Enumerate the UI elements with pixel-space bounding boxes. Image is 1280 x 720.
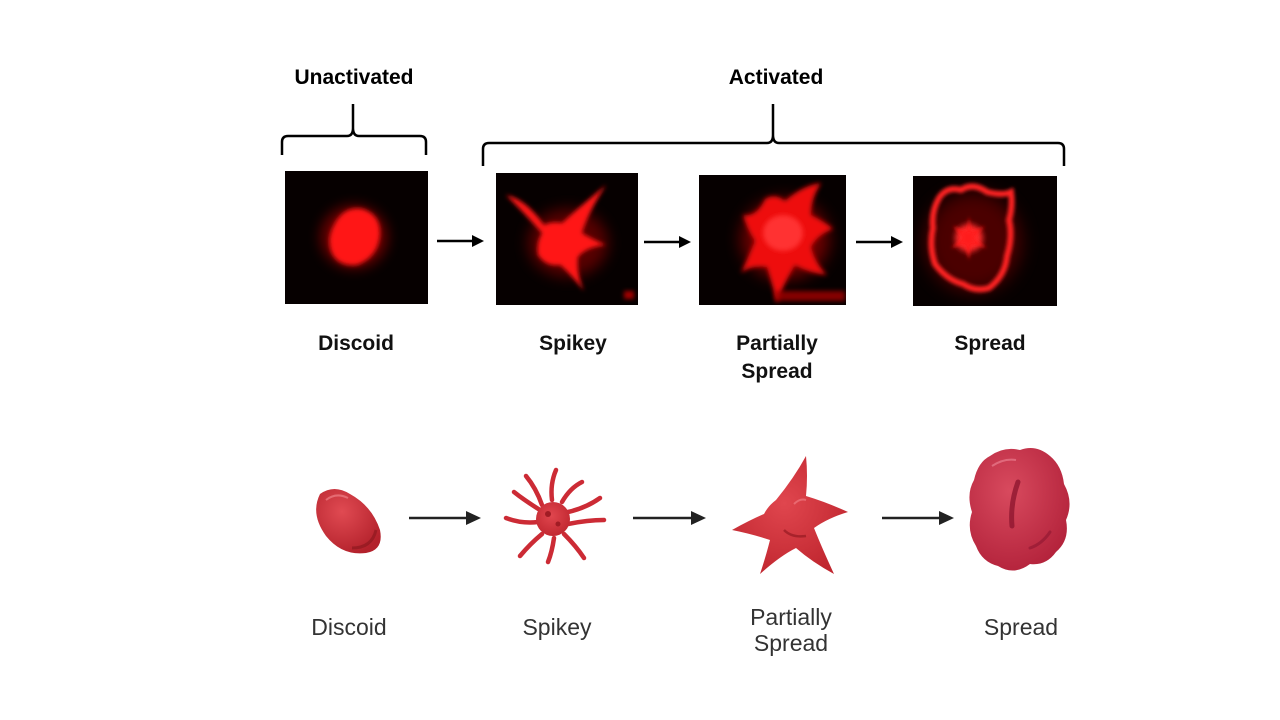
activated-brace: [481, 104, 1066, 166]
micrograph-spikey: [496, 173, 638, 305]
arrow-top-1: [437, 235, 484, 247]
illustration-spikey: [503, 467, 607, 565]
illustration-label-spread: Spread: [983, 614, 1059, 640]
arrow-bottom-2: [633, 511, 706, 525]
micrograph-spread: [913, 176, 1057, 306]
illustration-spread: [969, 448, 1070, 571]
illustration-label-partially-spread: Partially Spread: [750, 604, 832, 656]
arrow-bottom-1: [409, 511, 481, 525]
arrow-bottom-3: [882, 511, 954, 525]
micrograph-discoid: [285, 171, 428, 304]
micrograph-label-spread: Spread: [954, 332, 1026, 355]
illustration-label-spikey: Spikey: [522, 614, 592, 640]
micrograph-partially-spread: [699, 175, 846, 305]
unactivated-brace: [280, 104, 428, 155]
micrograph-label-spikey: Spikey: [539, 332, 607, 355]
activated-header: Activated: [728, 66, 824, 89]
illustration-discoid: [316, 489, 381, 554]
illustration-label-discoid: Discoid: [311, 614, 387, 640]
illustration-partially-spread: [732, 456, 848, 574]
arrow-top-2: [644, 236, 691, 248]
arrow-top-3: [856, 236, 903, 248]
micrograph-label-discoid: Discoid: [318, 332, 394, 355]
micrograph-label-partially-spread: Partially Spread: [736, 332, 818, 383]
unactivated-header: Unactivated: [294, 66, 414, 89]
